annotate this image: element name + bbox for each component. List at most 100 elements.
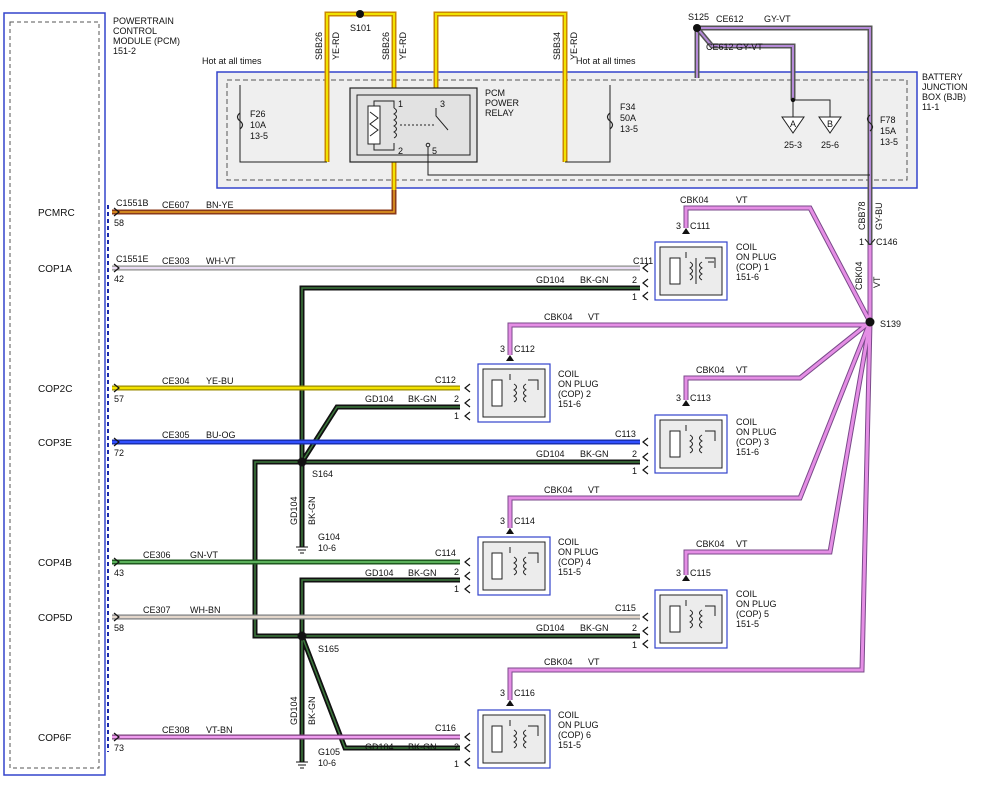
cop1-conn: C111 <box>690 221 710 231</box>
gd104-c112: GD104 <box>365 394 394 404</box>
cop3-conn: C113 <box>690 393 711 403</box>
relay-pin-1: 1 <box>398 99 403 109</box>
hot-text-2: Hot at all times <box>576 56 636 66</box>
cop2-pin3: 3 <box>500 344 505 354</box>
top-wire-labels: SBB26 YE-RD SBB26 YE-RD SBB34 YE-RD CE61… <box>314 14 884 230</box>
splice-s125: S125 <box>688 12 709 32</box>
pcm-pinnum-0: 58 <box>114 218 124 228</box>
label-sbb34: SBB34 <box>552 32 562 60</box>
cop5-title-2: ON PLUG <box>736 599 777 609</box>
ground-g105: G105 10-6 <box>296 747 340 769</box>
cop5-conn-side: C115 <box>615 603 636 613</box>
cop1-conn-side: C111 <box>633 256 653 266</box>
cop5-conn: C115 <box>690 568 711 578</box>
color-whbn: WH-BN <box>190 605 221 615</box>
cop1-ref: 151-6 <box>736 272 759 282</box>
pcm-pinnum-2: 57 <box>114 394 124 404</box>
cbk04-label-4: CBK04 <box>544 485 573 495</box>
cop2-title-3: (COP) 2 <box>558 389 591 399</box>
cop2-conn: C112 <box>514 344 535 354</box>
gd104-vert-2: GD104 <box>289 696 299 725</box>
s101-label: S101 <box>350 23 371 33</box>
cbk04-label-5: CBK04 <box>696 539 725 549</box>
gd104-c111: GD104 <box>536 275 565 285</box>
fuse-f26: Hot at all times F26 10A 13-5 <box>202 56 327 163</box>
cop3-title-1: COIL <box>736 417 757 427</box>
color-yebu: YE-BU <box>206 376 234 386</box>
ground-g104: G104 10-6 <box>296 532 340 554</box>
label-yerd-b: YE-RD <box>398 31 408 60</box>
label-sbb26-b: SBB26 <box>381 32 391 60</box>
pcm-pinnum-1: 42 <box>114 274 124 284</box>
pcm-module: POWERTRAIN CONTROL MODULE (PCM) 151-2 <box>3 12 180 776</box>
hot-text-1: Hot at all times <box>202 56 262 66</box>
cbk04-label-3: CBK04 <box>696 365 725 375</box>
label-vt-main: VT <box>872 276 882 288</box>
coil-input-arrows <box>464 263 649 767</box>
bkgn-c115: BK-GN <box>580 623 609 633</box>
bjb-ref: 11-1 <box>922 102 939 112</box>
circuit-ce306: CE306 <box>143 550 171 560</box>
gd104-c114: GD104 <box>365 568 394 578</box>
bjb-title-3: BOX (BJB) <box>922 92 966 102</box>
pcm-title-3: MODULE (PCM) <box>113 36 180 46</box>
cop4-title-2: ON PLUG <box>558 547 599 557</box>
cop4-conn: C114 <box>514 516 535 526</box>
relay-pin-2: 2 <box>398 146 403 156</box>
bkgn-vert-2: BK-GN <box>307 696 317 725</box>
pcm-pin-cop2c: COP2C <box>38 384 72 395</box>
cop1-pin3: 3 <box>676 221 681 231</box>
cbk04-labels: CBK04 VT CBK04 VT CBK04 VT CBK04 VT CBK0… <box>544 195 748 667</box>
splice-s101: S101 <box>350 10 371 33</box>
pcm-ref: 151-2 <box>113 46 136 56</box>
s165-label: S165 <box>318 644 339 654</box>
pcm-connector-labels: C1551B C1551E <box>116 198 149 264</box>
f78-ref: 13-5 <box>880 137 898 147</box>
bjb-out-b-ref: 25-6 <box>821 140 839 150</box>
gd104-c116: GD104 <box>365 742 394 752</box>
coil-cop1: 3 C111 C111 2 1 COIL ON PLUG (COP) 1 151… <box>632 221 777 302</box>
label-gybu: GY-BU <box>874 202 884 230</box>
splice-s139: S139 CBK04 VT <box>854 261 901 329</box>
vt-label-5: VT <box>736 539 748 549</box>
cop3-pin1: 1 <box>632 466 637 476</box>
coil-cop3: 3 C113 C113 2 1 COIL ON PLUG (COP) 3 151… <box>615 393 777 476</box>
pcm-pinnum-5: 58 <box>114 623 124 633</box>
fuse-f34: Hot at all times F34 50A 13-5 <box>565 56 638 163</box>
f34-name: F34 <box>620 102 636 112</box>
cbk04-wires <box>507 205 873 700</box>
g105-ref: 10-6 <box>318 758 336 768</box>
circuit-ce305: CE305 <box>162 430 190 440</box>
vt-label-3: VT <box>736 365 748 375</box>
pcm-pin-labels: PCMRC COP1A COP2C COP3E COP4B COP5D COP6… <box>38 208 75 744</box>
color-buog: BU-OG <box>206 430 236 440</box>
circuit-ce303: CE303 <box>162 256 190 266</box>
bjb-title-2: JUNCTION <box>922 82 968 92</box>
relay-title-2: POWER <box>485 98 520 108</box>
circuit-ce307: CE307 <box>143 605 171 615</box>
coil-cop4: 3 C114 C114 2 1 COIL ON PLUG (COP) 4 151… <box>435 516 599 596</box>
f78-name: F78 <box>880 115 896 125</box>
g104-ref: 10-6 <box>318 543 336 553</box>
cop6-pin3: 3 <box>500 688 505 698</box>
bkgn-vert-1: BK-GN <box>307 496 317 525</box>
cop6-title-3: (COP) 6 <box>558 730 591 740</box>
cop2-ref: 151-6 <box>558 399 581 409</box>
f78-amp: 15A <box>880 126 896 136</box>
gd104-vert-1: GD104 <box>289 496 299 525</box>
vt-label-6: VT <box>588 657 600 667</box>
cop6-pin1: 1 <box>454 759 459 769</box>
cop5-title-3: (COP) 5 <box>736 609 769 619</box>
pcm-circuit-labels: CE607 BN-YE CE303 WH-VT CE304 YE-BU CE30… <box>143 200 236 735</box>
cop2-pin1: 1 <box>454 411 459 421</box>
cop4-pin3: 3 <box>500 516 505 526</box>
pcm-title-2: CONTROL <box>113 26 157 36</box>
pcm-pin-cop4b: COP4B <box>38 558 72 569</box>
bjb-out-a-letter: A <box>790 119 796 129</box>
bjb-box: BATTERY JUNCTION BOX (BJB) 11-1 <box>216 71 968 189</box>
cop4-ref: 151-5 <box>558 567 581 577</box>
bkgn-c116: BK-GN <box>408 742 437 752</box>
coil-cop5: 3 C115 C115 2 1 COIL ON PLUG (COP) 5 151… <box>615 568 777 650</box>
circuit-ce607: CE607 <box>162 200 190 210</box>
